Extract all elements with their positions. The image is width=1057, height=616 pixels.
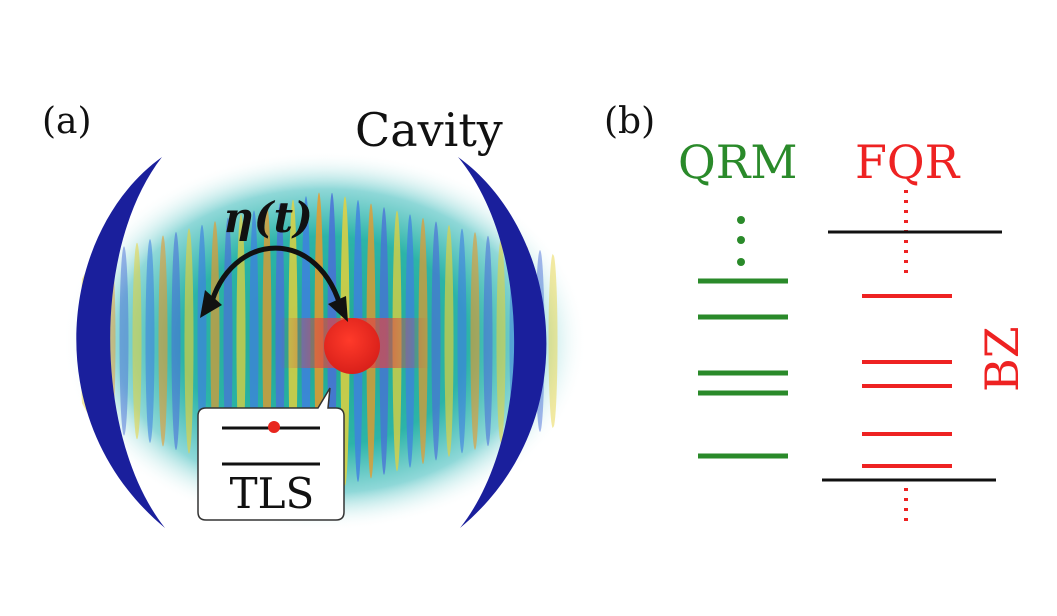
coupling-label: η(t) (223, 193, 313, 242)
wave-stripe (236, 214, 246, 468)
panel-b-label: (b) (604, 101, 655, 142)
cavity-label: Cavity (355, 103, 503, 157)
wave-stripe (184, 228, 194, 454)
fqr-label: FQR (855, 135, 961, 189)
wave-stripe (132, 242, 142, 440)
wave-stripe (145, 239, 155, 443)
qrm-ellipsis-dot (737, 236, 745, 244)
left-mirror (76, 157, 165, 528)
tls-label: TLS (230, 469, 315, 518)
coupling-arrow (207, 245, 345, 313)
tls-population-dot (268, 421, 280, 433)
fqr-ladder (822, 190, 1002, 528)
arrow-head-left (200, 290, 222, 318)
qrm-ellipsis-dot (737, 258, 745, 266)
wave-stripe (431, 221, 441, 461)
wave-stripe (444, 225, 454, 457)
wave-stripe (210, 221, 220, 461)
panel-b: (b) QRM FQR BZ (604, 101, 1029, 528)
panel-a: TLS (a) Cavity η(t) (42, 101, 587, 531)
wave-stripe (223, 217, 233, 465)
qrm-ellipsis-dot (737, 216, 745, 224)
bz-label: BZ (975, 326, 1029, 392)
wave-stripe (548, 253, 558, 429)
panel-a-label: (a) (42, 101, 92, 142)
wave-stripe (249, 210, 259, 472)
atom (324, 318, 380, 374)
wave-stripe (171, 231, 181, 451)
wave-stripe (457, 228, 467, 454)
arrow-head-right (328, 296, 348, 322)
wave-stripe (119, 246, 129, 436)
wave-stripe (483, 235, 493, 447)
wave-stripe (470, 232, 480, 450)
right-mirror (458, 157, 547, 528)
wave-stripe (197, 224, 207, 458)
qrm-ladder (698, 216, 788, 459)
wave-stripe (158, 235, 168, 447)
tls-callout (197, 387, 345, 521)
wave-stripe (496, 239, 506, 443)
qrm-label: QRM (678, 135, 797, 189)
